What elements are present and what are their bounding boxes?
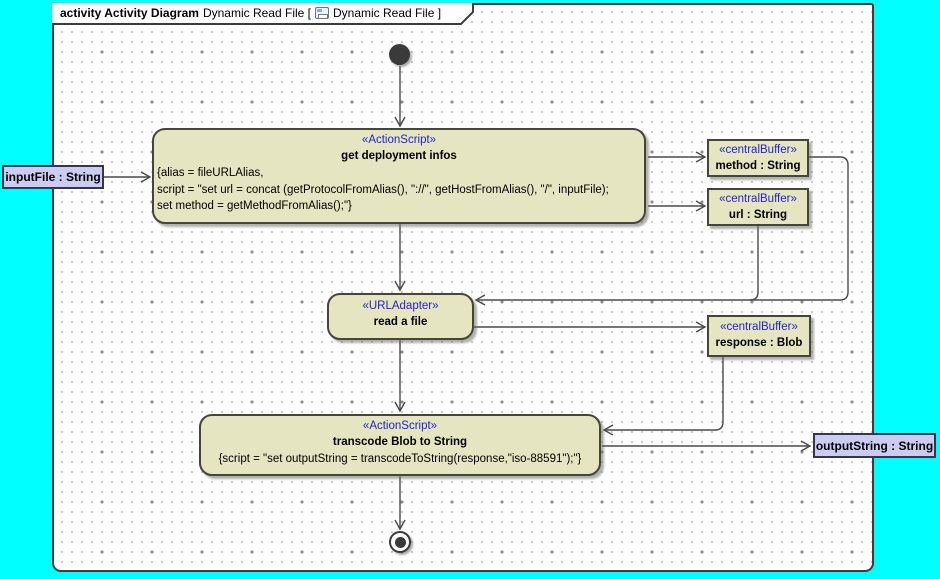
central-buffer-response-name: response : Blob [715, 337, 803, 349]
action-get-deployment-infos[interactable]: «ActionScript» get deployment infos {ali… [152, 128, 646, 224]
edge-read-file-to-transcode[interactable] [394, 340, 406, 413]
edge-inputfile-to-get-infos[interactable] [104, 171, 152, 183]
central-buffer-method-name: method : String [715, 160, 801, 172]
edge-transcode-to-final[interactable] [394, 476, 406, 531]
edge-get-infos-to-method[interactable] [648, 151, 707, 163]
edge-read-file-to-response[interactable] [474, 321, 707, 333]
edge-get-infos-to-url[interactable] [648, 200, 707, 212]
action-read-a-file-stereotype: «URLAdapter» [362, 300, 439, 312]
action-get-deployment-infos-body-line: script = "set url = concat (getProtocolF… [157, 183, 609, 196]
action-get-deployment-infos-body-line: {alias = fileURLAlias, [157, 167, 264, 179]
activity-final-node[interactable] [389, 531, 411, 553]
activity-diagram-icon [315, 7, 329, 19]
frame-tab-title: activity Activity Diagram [60, 6, 199, 20]
parameter-node-inputfile[interactable]: inputFile : String [2, 165, 104, 189]
central-buffer-response-stereotype: «centralBuffer» [720, 321, 798, 333]
activity-final-inner-dot [394, 536, 406, 548]
central-buffer-url-name: url : String [728, 209, 788, 221]
action-transcode-stereotype: «ActionScript» [362, 420, 438, 432]
parameter-node-outputstring[interactable]: outputString : String [813, 433, 936, 458]
edge-url-to-read-file[interactable] [749, 226, 759, 301]
frame-tab-context: Dynamic Read File [ [202, 6, 311, 20]
action-get-deployment-infos-name: get deployment infos [341, 150, 457, 162]
action-get-deployment-infos-stereotype: «ActionScript» [361, 134, 437, 146]
central-buffer-response[interactable]: «centralBuffer» response : Blob [707, 315, 811, 357]
action-transcode-blob-to-string[interactable]: «ActionScript» transcode Blob to String … [199, 414, 601, 476]
action-read-a-file[interactable]: «URLAdapter» read a file [327, 293, 474, 340]
central-buffer-url[interactable]: «centralBuffer» url : String [707, 188, 809, 226]
central-buffer-url-stereotype: «centralBuffer» [719, 193, 797, 205]
central-buffer-method[interactable]: «centralBuffer» method : String [707, 139, 809, 177]
action-transcode-body-line: {script = "set outputString = transcodeT… [218, 453, 582, 465]
edge-method-to-read-file[interactable] [474, 156, 849, 306]
action-transcode-name: transcode Blob to String [332, 436, 468, 448]
central-buffer-method-stereotype: «centralBuffer» [719, 144, 797, 156]
edge-get-infos-to-read-file[interactable] [394, 224, 406, 292]
edge-response-to-transcode[interactable] [602, 357, 724, 436]
activity-frame [52, 3, 874, 572]
action-get-deployment-infos-body-line: set method = getMethodFromAlias();"} [157, 200, 352, 212]
frame-tab-label: activity Activity Diagram Dynamic Read F… [60, 6, 441, 20]
edge-initial-to-get-infos[interactable] [394, 66, 406, 128]
initial-node[interactable] [389, 44, 410, 65]
edge-transcode-to-outputstring[interactable] [602, 440, 812, 452]
frame-tab-inner: Dynamic Read File ] [333, 6, 442, 20]
action-read-a-file-name: read a file [373, 316, 428, 328]
